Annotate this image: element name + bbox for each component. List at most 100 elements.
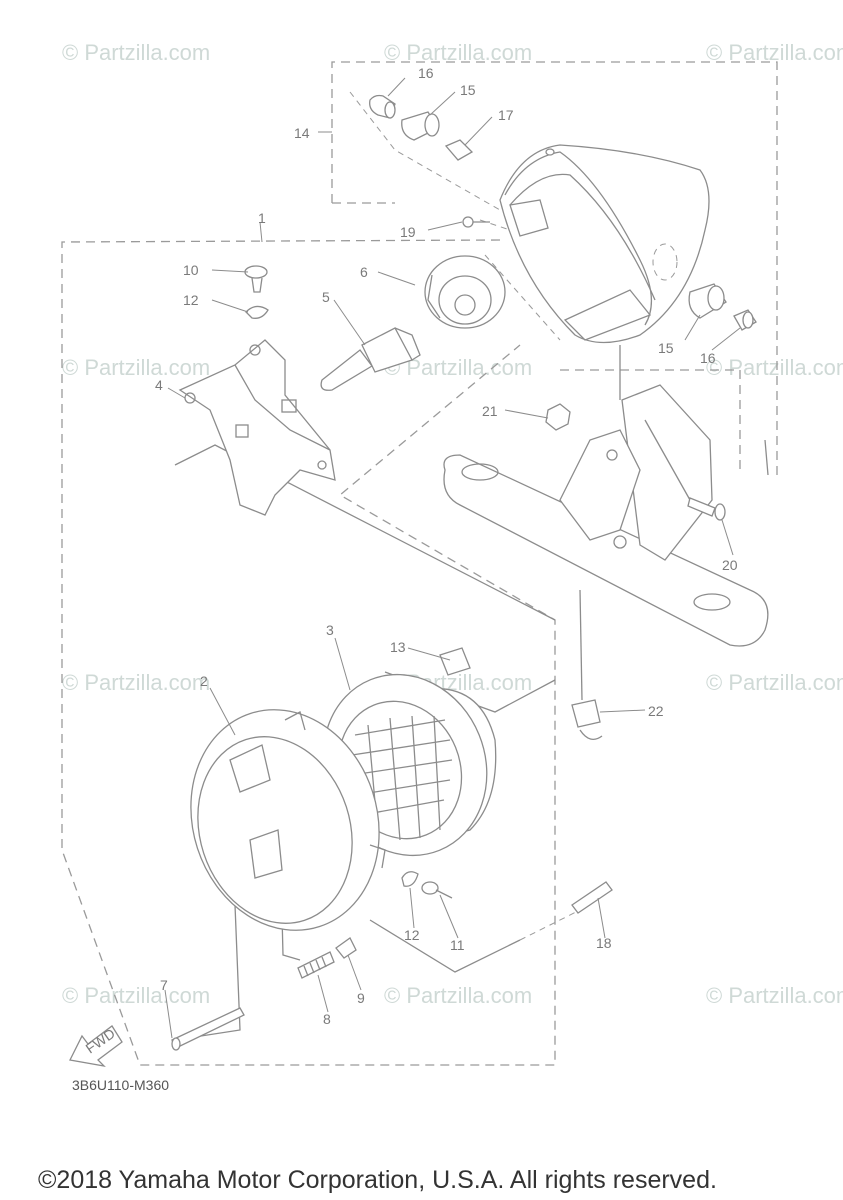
callout-22: 22 — [648, 703, 664, 719]
screw-10 — [244, 265, 269, 319]
callout-12-upper: 12 — [183, 292, 199, 308]
case-rim — [504, 151, 653, 326]
watermarks: © Partzilla.com © Partzilla.com © Partzi… — [62, 40, 843, 1008]
tie-strap — [579, 589, 583, 701]
watermark: © Partzilla.com — [384, 983, 532, 1008]
ref-line — [764, 439, 769, 476]
screw-7-head — [171, 1037, 181, 1051]
fwd-arrow-shape — [69, 1025, 123, 1067]
assembly-14-boundary — [331, 61, 778, 475]
assembly-1-boundary — [61, 239, 556, 1066]
nut-21 — [545, 403, 571, 431]
bulb-5 — [320, 327, 421, 391]
mount-hole — [613, 535, 627, 549]
screw-19-head — [462, 216, 474, 228]
bushing-15-face — [424, 113, 440, 137]
case-floor — [563, 289, 652, 341]
screw-11-head — [421, 881, 439, 895]
washer-12-top — [245, 305, 269, 319]
diagram-code: 3B6U110-M360 — [72, 1077, 169, 1093]
rim-clip — [284, 711, 306, 731]
socket-body — [424, 255, 506, 329]
screw-19 — [462, 216, 490, 228]
washer-12-lower — [401, 871, 419, 887]
ref-line — [484, 254, 561, 341]
bracket-hole-right — [317, 460, 327, 470]
callout-9: 9 — [357, 990, 365, 1006]
bulb-flange — [394, 327, 421, 361]
mount-hole — [606, 449, 618, 461]
tie-head — [571, 699, 601, 728]
callout-15-upper: 15 — [460, 82, 476, 98]
watermark: © Partzilla.com — [62, 670, 210, 695]
bracket-edge — [234, 364, 331, 451]
screw-10-shank — [251, 277, 263, 293]
ref-line — [174, 444, 556, 621]
callout-8: 8 — [323, 1011, 331, 1027]
socket-6 — [424, 255, 506, 329]
fork-bracket — [443, 384, 769, 647]
ref-line — [349, 91, 501, 211]
callout-3: 3 — [326, 622, 334, 638]
collar-17 — [444, 139, 474, 161]
bolt-20 — [687, 497, 726, 521]
cable-tie-22 — [571, 589, 603, 741]
rim-2 — [190, 709, 386, 931]
case-screw-hole — [545, 148, 555, 156]
callout-4: 4 — [155, 377, 163, 393]
watermark: © Partzilla.com — [706, 40, 843, 65]
headlight-case — [499, 144, 710, 344]
copyright-notice: ©2018 Yamaha Motor Corporation, U.S.A. A… — [38, 1166, 717, 1194]
ref-line — [519, 904, 591, 941]
watermark: © Partzilla.com — [706, 355, 843, 380]
screw-7 — [171, 1007, 245, 1049]
callout-2: 2 — [200, 673, 208, 689]
bracket-body — [178, 339, 336, 516]
spring-8-coils — [303, 956, 327, 977]
lens-grid — [351, 715, 453, 841]
fwd-arrow: FWD — [69, 1025, 123, 1067]
callout-11: 11 — [450, 937, 465, 953]
socket-hub — [454, 294, 476, 316]
callout-18: 18 — [596, 935, 612, 951]
callout-16-upper: 16 — [418, 65, 434, 81]
callout-17: 17 — [498, 107, 514, 123]
callout-13: 13 — [390, 639, 406, 655]
mount-plate — [559, 429, 641, 541]
callout-12-lower: 12 — [404, 927, 420, 943]
screw-11-shank — [435, 889, 453, 899]
bushing-15-lower-face — [707, 285, 725, 311]
bracket-4 — [178, 339, 336, 516]
callout-21: 21 — [482, 403, 498, 419]
callout-1: 1 — [258, 210, 266, 226]
adjuster-9 — [335, 937, 357, 959]
case-mount-hole — [652, 243, 678, 281]
leader-lines — [164, 77, 741, 1039]
rim-clip — [369, 844, 386, 869]
bolt-20-shank — [687, 497, 716, 517]
ref-line — [369, 919, 521, 973]
callout-15-lower: 15 — [658, 340, 674, 356]
bushing-16-lower-face — [742, 311, 754, 329]
callout-6: 6 — [360, 264, 368, 280]
rim-tab — [229, 744, 271, 793]
bulb-glass — [320, 349, 373, 391]
bracket-hole-right — [693, 593, 731, 611]
under-bracket — [443, 454, 769, 647]
fork-tube-edge — [644, 419, 691, 501]
callout-5: 5 — [322, 289, 330, 305]
upper-bushings — [369, 94, 474, 161]
bracket-slot — [281, 399, 297, 413]
lower-hardware — [171, 871, 613, 1051]
rim-tab — [249, 829, 283, 879]
rod-18 — [571, 881, 613, 914]
nut-21-body — [545, 403, 571, 431]
watermark: © Partzilla.com — [62, 355, 210, 380]
screw-10-head — [244, 265, 268, 279]
socket-inner — [438, 275, 492, 325]
nut-13 — [439, 647, 471, 676]
rim-inner — [197, 736, 353, 924]
fork-tube — [621, 384, 713, 561]
bolt-20-head — [714, 503, 726, 521]
tie-loop — [579, 729, 603, 741]
